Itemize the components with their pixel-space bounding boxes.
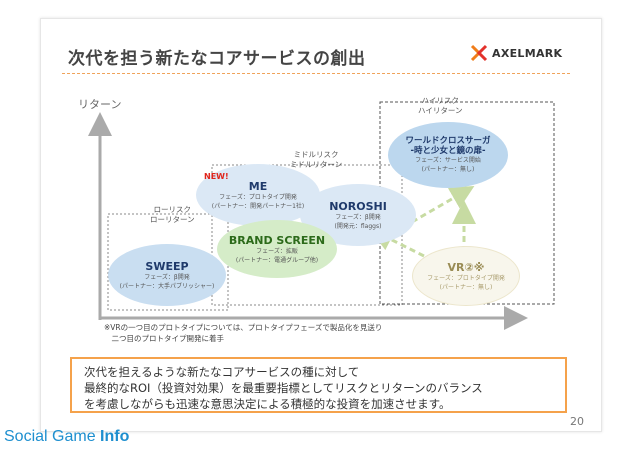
bubble-phase: フェーズ：プロトタイプ開発	[219, 193, 297, 201]
zone-label-low: ローリスク ローリターン	[150, 205, 195, 224]
bubble-me: ME フェーズ：プロトタイプ開発 (パートナー：開発パートナー1社)	[196, 164, 320, 226]
bubble-partner: (パートナー：無し)	[421, 166, 475, 173]
bubble-partner: (パートナー：電通グループ他)	[235, 256, 319, 264]
bubble-vr2: VR②※ フェーズ：プロトタイプ開発 (パートナー：無し)	[412, 246, 520, 306]
title-divider	[62, 73, 570, 74]
watermark-part2: Info	[100, 428, 130, 445]
bubble-name: VR②※	[447, 260, 485, 274]
bubble-world-cross-saga: ワールドクロスサーガ -時と少女と鏡の扉- フェーズ：サービス開始 (パートナー…	[388, 122, 508, 188]
bubble-partner: (パートナー：無し)	[439, 283, 493, 291]
bubble-name: ワールドクロスサーガ -時と少女と鏡の扉-	[405, 136, 491, 156]
bubble-phase: フェーズ：β開発	[144, 273, 190, 281]
zone-label-high: ハイリスク ハイリターン	[418, 96, 463, 115]
bubble-phase: フェーズ：プロトタイプ開発	[427, 274, 505, 282]
bubble-name: SWEEP	[145, 259, 189, 273]
bubble-partner: (パートナー：大手パブリッシャー)	[119, 282, 215, 290]
bubble-partner: (開発元：flaggs)	[334, 222, 382, 230]
bubble-name: NOROSHI	[329, 199, 387, 213]
watermark-part1: Social Game	[4, 428, 101, 445]
company-logo: AXELMARK	[470, 44, 562, 62]
summary-message-box: 次代を担えるような新たなコアサービスの種に対して 最終的なROI（投資対効果）を…	[70, 357, 567, 413]
zone-label-middle: ミドルリスク ミドルリターン	[290, 150, 343, 169]
footnote: ※VRの一つ目のプロトタイプについては、プロトタイプフェーズで製品化を見送り 二…	[104, 323, 383, 343]
bubble-sweep: SWEEP フェーズ：β開発 (パートナー：大手パブリッシャー)	[108, 244, 226, 306]
bubble-phase: フェーズ：拡販	[256, 247, 298, 255]
slide-title: 次代を担う新たなコアサービスの創出	[68, 49, 366, 69]
bubble-name: ME	[248, 179, 268, 193]
bubble-name: BRAND SCREEN	[228, 233, 326, 247]
site-watermark: Social Game Info	[4, 428, 129, 446]
y-axis-label: リターン	[78, 98, 122, 111]
page-number: 20	[570, 415, 584, 428]
bubble-brand-screen: BRAND SCREEN フェーズ：拡販 (パートナー：電通グループ他)	[217, 220, 337, 278]
logo-text: AXELMARK	[492, 46, 563, 60]
bubble-partner: (パートナー：開発パートナー1社)	[211, 202, 305, 210]
axelmark-logo-icon	[470, 44, 488, 62]
new-badge: NEW!	[204, 172, 229, 181]
arrow-to-world	[411, 186, 475, 224]
bubble-phase: フェーズ：β開発	[335, 213, 381, 221]
bubble-phase: フェーズ：サービス開始	[415, 157, 481, 164]
